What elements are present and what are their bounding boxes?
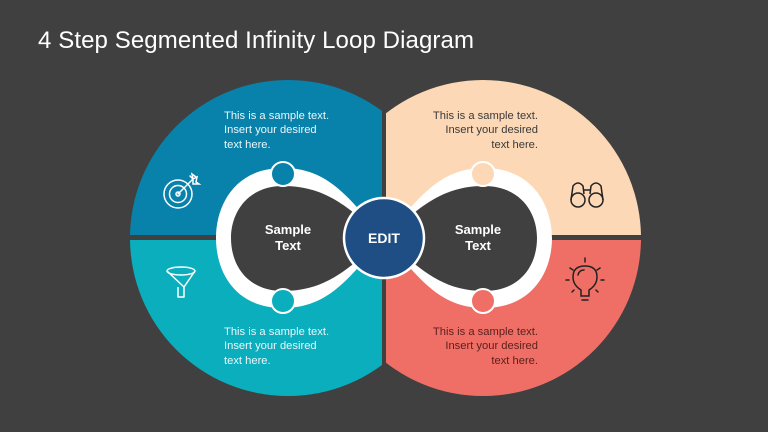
- text-line: This is a sample text.: [432, 110, 538, 122]
- segment-top-left-text: This is a sample text. Insert your desir…: [224, 109, 374, 152]
- node-bottom-left[interactable]: [270, 288, 296, 314]
- loop-left-label[interactable]: Sample Text: [248, 222, 328, 254]
- funnel-icon: [166, 266, 196, 298]
- binoculars-icon: [570, 182, 604, 208]
- loop-left-inner: [231, 186, 384, 291]
- text-line: text here.: [491, 138, 538, 151]
- text-line: Insert your desired: [445, 340, 538, 353]
- label-line: Sample: [454, 222, 502, 237]
- node-top-right[interactable]: [470, 161, 496, 187]
- target-icon: [163, 172, 202, 209]
- label-line: Sample: [264, 222, 312, 237]
- loop-right-inner: [384, 186, 537, 291]
- text-line: text here.: [224, 354, 271, 367]
- text-line: Insert your desired: [445, 124, 538, 137]
- label-line: Text: [465, 238, 491, 253]
- text-line: This is a sample text.: [432, 326, 538, 338]
- text-line: text here.: [224, 138, 271, 151]
- label-line: Text: [275, 238, 301, 253]
- text-line: This is a sample text.: [224, 110, 330, 122]
- text-line: Insert your desired: [224, 340, 317, 353]
- edit-label[interactable]: EDIT: [368, 230, 400, 246]
- center-badge[interactable]: [342, 196, 426, 280]
- node-bottom-right[interactable]: [470, 288, 496, 314]
- slide-title: 4 Step Segmented Infinity Loop Diagram: [38, 27, 475, 54]
- text-line: This is a sample text.: [224, 326, 330, 338]
- loop-right-label[interactable]: Sample Text: [438, 222, 518, 254]
- segment-top-right-text: This is a sample text. Insert your desir…: [388, 109, 538, 152]
- text-line: Insert your desired: [224, 124, 317, 137]
- node-top-left[interactable]: [270, 161, 296, 187]
- text-line: text here.: [491, 354, 538, 367]
- lightbulb-icon: [565, 257, 605, 301]
- segment-bottom-right-text: This is a sample text. Insert your desir…: [388, 325, 538, 368]
- segment-bottom-left-text: This is a sample text. Insert your desir…: [224, 325, 374, 368]
